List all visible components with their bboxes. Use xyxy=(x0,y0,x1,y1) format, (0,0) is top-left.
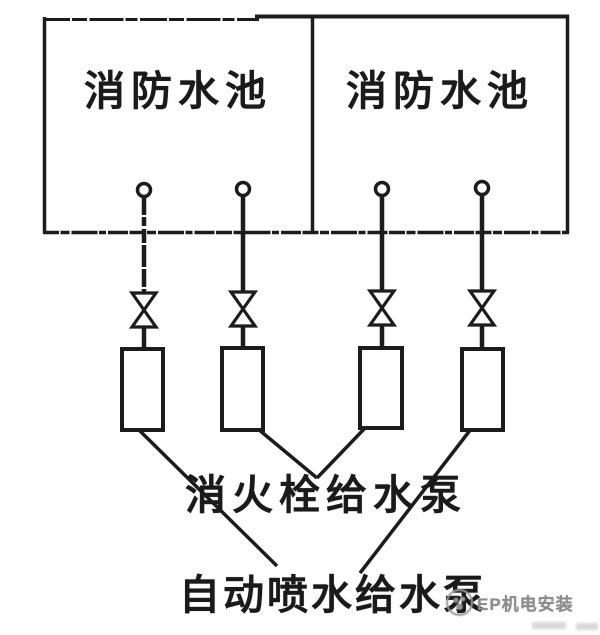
pump-rect-1 xyxy=(120,347,165,432)
gate-valve-icon xyxy=(128,307,160,329)
gate-valve-icon xyxy=(366,305,398,327)
gate-valve-icon xyxy=(227,290,259,312)
tank-label-right: 消防水池 xyxy=(346,68,534,114)
gate-valve-icon xyxy=(466,289,498,311)
suction-pipe-4 xyxy=(466,179,498,350)
suction-pipe-3 xyxy=(366,180,398,349)
pump-rect-3 xyxy=(358,346,404,430)
gate-valve-icon xyxy=(366,289,398,311)
scan-artifact xyxy=(532,622,566,629)
connector-pump4-to-sprinkler xyxy=(358,427,473,575)
connector-pump3-to-hydrant xyxy=(315,425,368,480)
sprinkler-pump-label: 自动喷水给水泵 xyxy=(179,572,487,618)
fire-water-tanks-outline xyxy=(42,14,570,235)
hydrant-pump-label: 消火栓给水泵 xyxy=(185,472,467,518)
pipe-inlet-circle xyxy=(234,180,252,198)
watermark-text: EP机电安装 xyxy=(477,595,574,614)
gate-valve-icon xyxy=(128,291,160,313)
connector-pump1-to-sprinkler xyxy=(137,428,279,568)
gate-valve-icon xyxy=(466,305,498,327)
gate-valve-icon xyxy=(227,306,259,328)
watermark-logo-icon xyxy=(446,589,473,616)
pipe-inlet-circle xyxy=(373,180,391,198)
pipe-inlet-circle xyxy=(135,181,153,199)
suction-pipe-1 xyxy=(128,181,160,350)
tank-label-left: 消防水池 xyxy=(84,68,272,114)
pump-rect-2 xyxy=(220,346,265,432)
pump-connector-lines xyxy=(137,425,473,575)
watermark: EP机电安装 xyxy=(446,589,574,616)
connector-pump2-to-hydrant xyxy=(256,427,319,480)
pipe-inlet-circle xyxy=(473,179,491,197)
scan-artifact xyxy=(576,623,598,630)
pump-rect-4 xyxy=(460,347,505,432)
suction-pipe-2 xyxy=(227,180,259,349)
pump-bodies xyxy=(120,346,505,432)
